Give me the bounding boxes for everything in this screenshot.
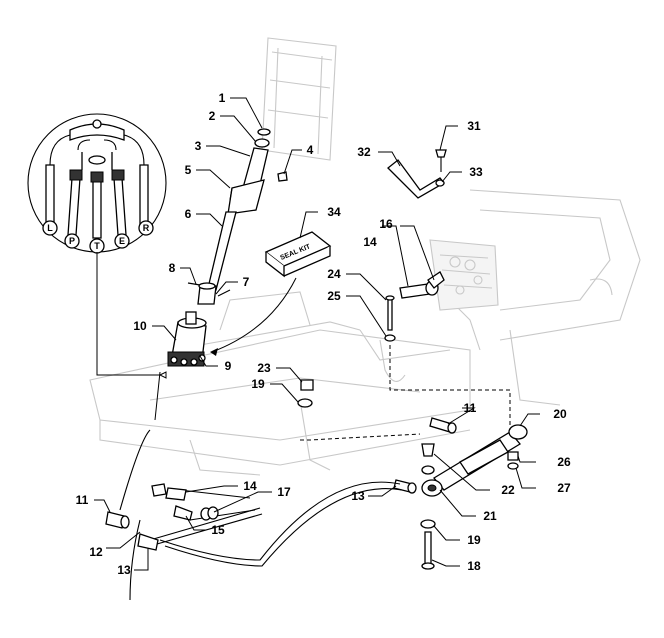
dashed-path-right [389,345,511,430]
callout-32: 32 [357,145,371,159]
callout-23: 23 [257,361,271,375]
callout-17: 17 [277,485,291,499]
callout-8: 8 [169,261,176,275]
callout-5: 5 [185,163,192,177]
port-r-marker [138,220,154,236]
port-detail-inset: L P T E R [27,113,167,379]
hose-fitting-right [384,271,445,342]
bolt-part-18 [424,531,432,567]
callout-22: 22 [501,483,515,497]
callout-26: 26 [557,455,571,469]
callout-13-lower: 13 [117,563,131,577]
callout-10: 10 [133,319,147,333]
callout-25: 25 [327,289,341,303]
port-e-label: E [119,236,125,246]
steering-unit-part-9 [167,311,207,367]
callout-18: 18 [467,559,481,573]
shaft-part-6 [207,211,237,291]
callout-21: 21 [483,509,497,523]
washer-part-19 [297,398,313,408]
callout-31: 31 [467,119,481,133]
washer-part-27 [507,462,519,470]
washer-part-2 [254,138,270,148]
cylinder-eye-part-20 [508,424,528,440]
washer-part-19b [420,519,436,529]
fitting-part-15 [173,505,193,521]
seal-kit-box: SEAL KIT [210,231,332,356]
callout-12: 12 [89,545,103,559]
callout-33: 33 [469,165,483,179]
port-p-label: P [69,236,75,246]
callout-15: 15 [211,523,225,537]
callout-3: 3 [195,139,202,153]
steering-cylinder [393,417,528,570]
fitting-part-16 [427,271,445,289]
link-part-32 [387,159,445,199]
dashed-path-left [300,433,421,441]
bolt-part-24 [387,297,393,331]
bolt-part-31 [435,149,447,158]
callout-19-left: 19 [251,377,265,391]
callout-leaders [94,97,540,571]
callout-4: 4 [307,143,314,157]
callout-34: 34 [327,205,341,219]
nut-part-26 [507,451,519,461]
callout-1: 1 [219,91,226,105]
nut-washer-left [297,379,314,408]
callout-labels: 1 2 3 4 5 6 7 8 9 10 11 11 12 13 13 14 1… [76,91,571,577]
fitting-part-14b [165,487,187,501]
link-assembly [387,149,447,199]
callout-11-lower: 11 [76,493,89,507]
callout-7: 7 [243,275,250,289]
fitting-part-13b [137,533,159,551]
callout-9: 9 [225,359,232,373]
steering-column-parts [167,128,288,367]
callout-6: 6 [185,207,192,221]
callout-14-lower: 14 [243,479,257,493]
callout-16: 16 [379,217,393,231]
port-r-label: R [143,223,150,233]
callout-24: 24 [327,267,341,281]
callout-19-bottom: 19 [467,533,481,547]
fitting-part-11b [105,511,125,529]
callout-27: 27 [557,481,571,495]
callout-20: 20 [553,407,567,421]
port-l-marker [42,220,58,236]
bracket-part-5 [227,179,265,215]
screw-part-4 [277,171,288,182]
callout-11-cylinder: 11 [464,401,477,415]
port-l-label: L [47,223,53,233]
pin-part-8 [187,282,201,286]
callout-14-upper: 14 [363,235,377,249]
ring-part-1 [257,128,271,136]
washer-part-25 [384,334,396,342]
port-p-marker [64,233,80,249]
nut-part-23 [300,379,314,391]
port-t-label: T [94,241,100,251]
port-e-marker [114,233,130,249]
hose-lines-lower [105,429,403,601]
callout-2: 2 [209,109,216,123]
background-frame-outline [89,37,641,476]
callout-13-cylinder: 13 [351,489,365,503]
